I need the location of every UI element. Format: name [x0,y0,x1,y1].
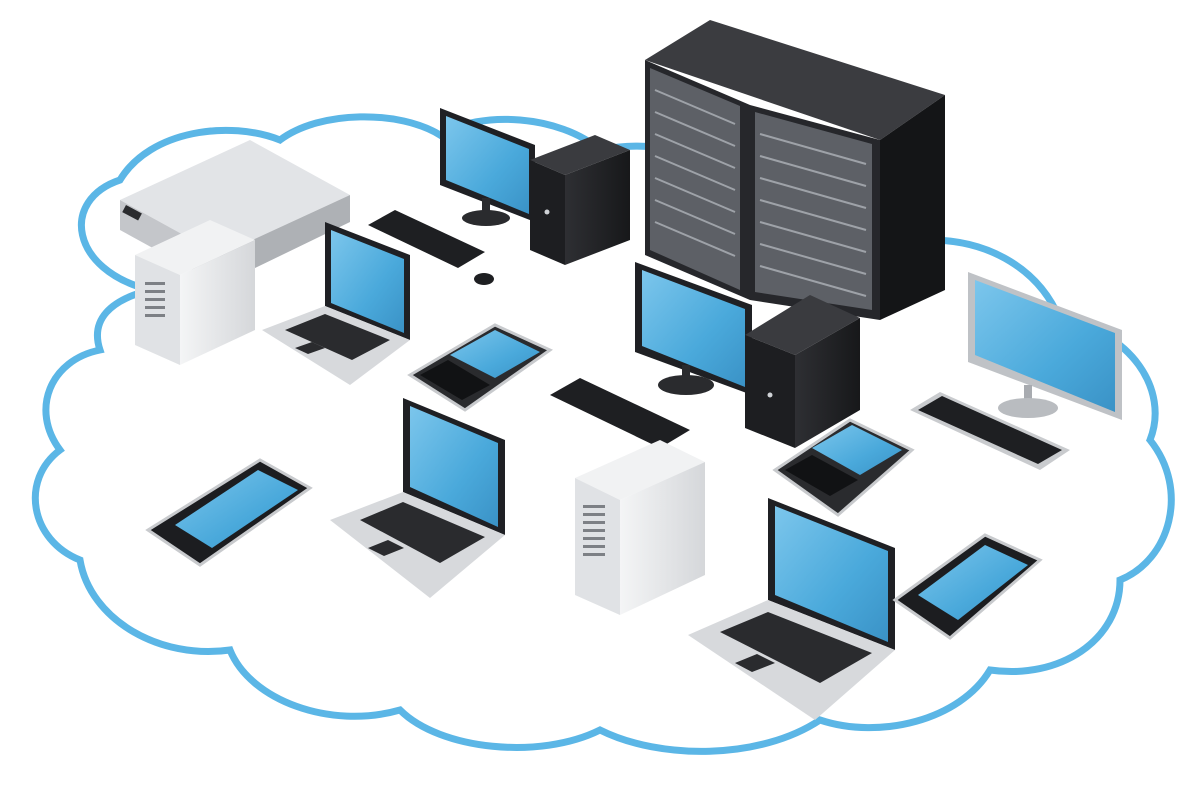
monitor-icon [968,272,1122,420]
monitor-icon [635,262,752,395]
qwerty-phone-icon [772,418,915,517]
monitor-icon [440,108,535,226]
keyboard-icon [368,210,485,268]
mouse-icon [474,273,494,285]
laptop-icon [330,398,505,598]
tower-computer-icon [135,220,255,365]
server-rack-icon [645,20,945,320]
smartphone-icon [145,458,313,567]
keyboard-icon [550,378,690,448]
laptop-icon [262,222,410,385]
tower-computer-icon [530,135,630,265]
laptop-icon [688,498,895,720]
smartphone-icon [892,533,1043,640]
tower-computer-icon [575,440,705,615]
qwerty-phone-icon [407,323,554,412]
keyboard-icon [910,392,1070,470]
tower-computer-icon [745,295,860,448]
